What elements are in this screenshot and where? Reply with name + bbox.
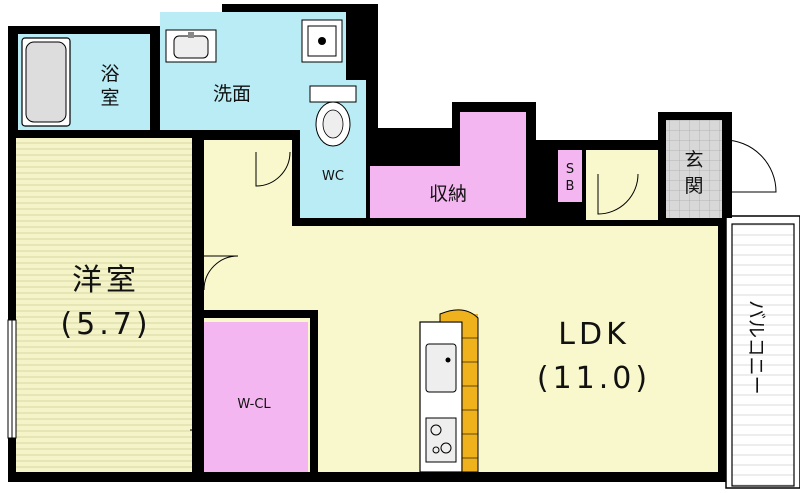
storage-label: 収納 xyxy=(429,183,467,205)
bathtub-icon xyxy=(21,37,71,127)
entrance-label-1: 玄 xyxy=(684,149,703,171)
washroom-label: 洗面 xyxy=(213,83,251,105)
wcl-label: W-CL xyxy=(237,397,271,412)
stove-icon xyxy=(425,417,457,463)
toilet-label: WC xyxy=(322,169,344,184)
shoe-box-label-2: B xyxy=(566,179,575,194)
toilet-icon xyxy=(309,85,357,147)
sink-icon xyxy=(425,343,457,393)
hall-area xyxy=(586,150,658,220)
western-room-area xyxy=(16,138,192,472)
room-labels: 浴 室 洗面 WC 収納 S B 玄 関 洋室 (5.7) W-CL LDK (… xyxy=(60,63,767,412)
bath-label-2: 室 xyxy=(100,87,119,109)
storage-area xyxy=(370,112,526,218)
entrance-label-2: 関 xyxy=(684,175,703,197)
doors xyxy=(190,139,777,431)
ldk-size: (11.0) xyxy=(537,361,651,396)
ldk-label: LDK xyxy=(558,317,630,352)
western-room-size: (5.7) xyxy=(60,307,151,342)
windows xyxy=(7,319,17,439)
room-fills xyxy=(16,12,800,489)
shoe-box-label-1: S xyxy=(566,162,574,177)
balcony-area xyxy=(731,223,795,487)
wcl-area xyxy=(204,322,308,472)
shoe-box-area xyxy=(558,150,582,202)
washing-machine-icon xyxy=(301,19,343,63)
bath-label-1: 浴 xyxy=(100,63,119,85)
ldk-area xyxy=(204,140,718,472)
western-room-label: 洋室 xyxy=(72,263,140,298)
balcony-label: バルコニー xyxy=(745,300,767,395)
interior-walls xyxy=(150,34,318,482)
entrance-area xyxy=(666,120,722,218)
washbasin-icon xyxy=(165,29,217,63)
